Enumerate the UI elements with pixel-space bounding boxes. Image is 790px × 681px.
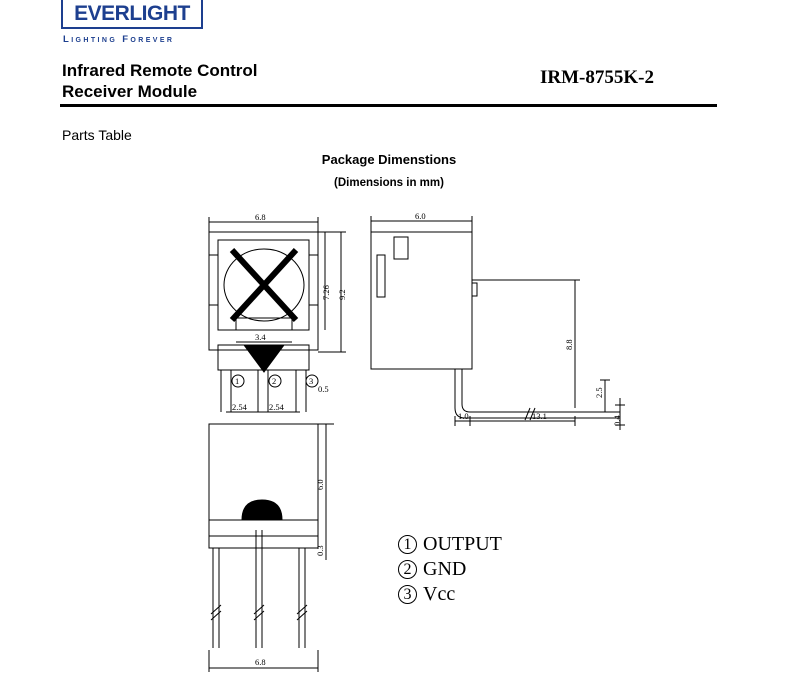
dim-lens-width: 3.4 — [255, 332, 266, 342]
pin-legend-row-2: 2 GND — [398, 557, 502, 582]
dim-side-lead-offset: 1.0 — [458, 411, 469, 421]
dim-side-lead-length: 13.1 — [532, 411, 547, 421]
pin-name-1: OUTPUT — [423, 533, 502, 555]
pin-number-2: 2 — [398, 560, 417, 579]
pin-name-2: GND — [423, 558, 467, 580]
pin-callout-2: 2 — [272, 376, 276, 386]
dim-side-width: 6.0 — [415, 211, 426, 221]
dim-top-height-inner: 7.26 — [321, 285, 331, 300]
header-divider — [60, 104, 717, 107]
dim-pitch-right: 2.54 — [269, 402, 285, 412]
front-view: 6.0 0.3 6.8 — [208, 423, 334, 672]
top-view: 6.8 3.4 1 2 3 0.5 2.54 2.54 — [208, 212, 347, 413]
dim-front-width: 6.8 — [255, 657, 266, 667]
pin-legend-row-1: 1 OUTPUT — [398, 532, 502, 557]
logo-tagline: Lighting Forever — [63, 34, 175, 45]
package-subtitle: (Dimensions in mm) — [334, 177, 444, 189]
pin-number-3: 3 — [398, 585, 417, 604]
side-view: 6.0 8.8 2.5 0.4 1.0 13.1 — [370, 211, 625, 430]
dim-front-base: 0.3 — [315, 545, 325, 556]
pin-callout-3: 3 — [309, 376, 313, 386]
dim-side-lead-thickness: 0.4 — [612, 415, 622, 426]
pin-legend-row-3: 3 Vcc — [398, 582, 502, 607]
pin-number-1: 1 — [398, 535, 417, 554]
logo-text: EVERLIGHT — [74, 1, 190, 25]
pin-callout-1: 1 — [235, 376, 239, 386]
document-title: Infrared Remote Control Receiver Module — [62, 60, 258, 102]
company-logo: EVERLIGHT — [61, 0, 203, 29]
dim-side-lead-height: 2.5 — [594, 387, 604, 398]
package-title: Package Dimenstions — [321, 152, 457, 167]
document-title-line1: Infrared Remote Control — [62, 61, 258, 80]
section-heading: Parts Table — [62, 127, 132, 143]
dim-top-width: 6.8 — [255, 212, 266, 222]
dim-pin-offset: 0.5 — [318, 384, 329, 394]
dim-top-height-total: 9.2 — [337, 289, 347, 300]
pin-name-3: Vcc — [423, 583, 456, 605]
dim-side-height: 8.8 — [564, 339, 574, 350]
pin-legend: 1 OUTPUT 2 GND 3 Vcc — [398, 532, 502, 607]
dim-front-height: 6.0 — [315, 479, 325, 490]
part-number: IRM-8755K-2 — [540, 67, 654, 88]
document-title-line2: Receiver Module — [62, 82, 198, 101]
dim-pitch-left: 2.54 — [232, 402, 248, 412]
